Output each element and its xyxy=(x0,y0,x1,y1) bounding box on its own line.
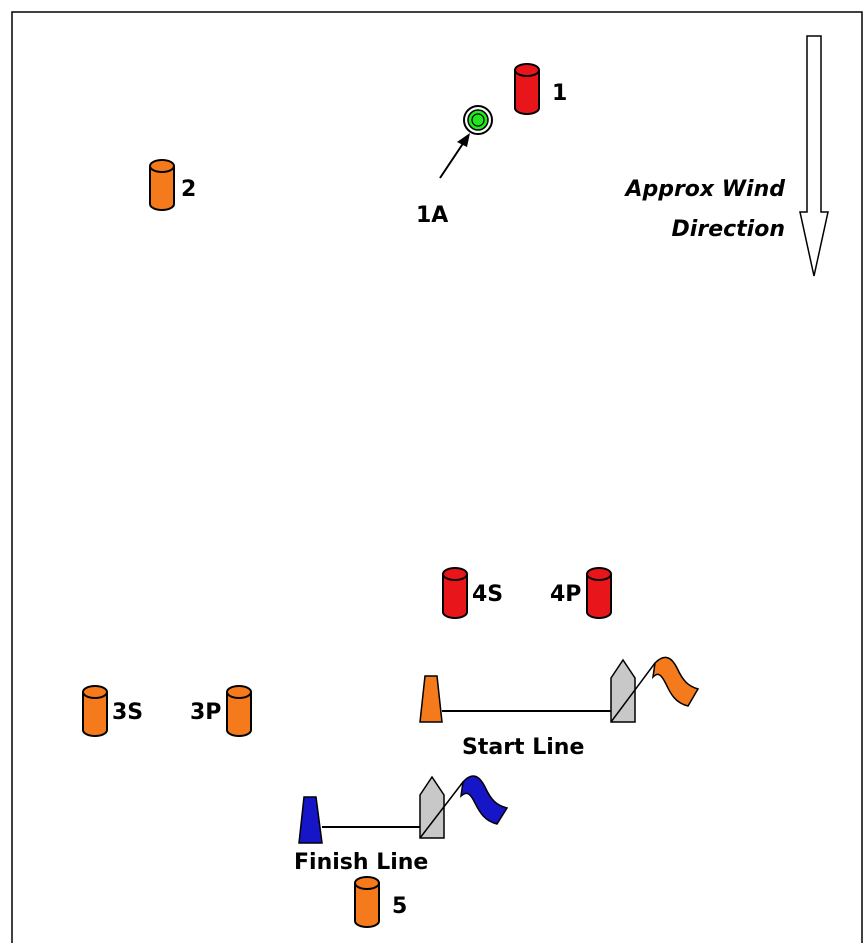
pointer-arrow-icon xyxy=(439,133,470,179)
buoy-red-icon xyxy=(514,63,540,115)
mark-5-label: 5 xyxy=(392,894,407,919)
blue-flag-icon xyxy=(459,775,509,825)
finish-pin-buoy-icon xyxy=(298,796,323,844)
mark-3s-label: 3S xyxy=(112,700,143,725)
wind-label-line2: Direction xyxy=(672,217,785,242)
start-line-label: Start Line xyxy=(462,735,584,760)
mark-2: 2 xyxy=(149,159,196,211)
start-line: Start Line xyxy=(419,656,700,760)
start-pin-buoy-icon xyxy=(419,675,443,723)
mark-2-label: 2 xyxy=(181,177,196,202)
finish-line: Finish Line xyxy=(294,775,509,875)
buoy-orange-icon xyxy=(354,876,380,928)
finish-line-label: Finish Line xyxy=(294,850,428,875)
mark-4s: 4S xyxy=(442,567,503,619)
mark-4s-label: 4S xyxy=(472,582,503,607)
buoy-orange-icon xyxy=(149,159,175,211)
wind-label-line1: Approx Wind xyxy=(623,177,785,202)
mark-4p-label: 4P xyxy=(550,582,581,607)
committee-boat-icon xyxy=(610,658,656,723)
down-arrow-icon xyxy=(799,35,829,277)
diagram-border xyxy=(11,11,863,943)
committee-boat-icon xyxy=(419,775,464,839)
wind-indicator: Approx Wind Direction xyxy=(623,35,829,277)
mark-1a-label: 1A xyxy=(416,203,448,228)
green-mark-icon xyxy=(463,105,493,135)
mark-1a: 1A xyxy=(416,105,493,228)
buoy-red-icon xyxy=(442,567,468,619)
buoy-orange-icon xyxy=(226,685,252,737)
mark-3p-label: 3P xyxy=(190,700,221,725)
mark-3s: 3S xyxy=(82,685,143,737)
mark-3p: 3P xyxy=(190,685,252,737)
buoy-red-icon xyxy=(586,567,612,619)
mark-5: 5 xyxy=(354,876,407,928)
mark-4p: 4P xyxy=(550,567,612,619)
mark-1-label: 1 xyxy=(552,81,567,106)
buoy-orange-icon xyxy=(82,685,108,737)
orange-flag-icon xyxy=(651,656,700,707)
mark-1: 1 xyxy=(514,63,567,115)
